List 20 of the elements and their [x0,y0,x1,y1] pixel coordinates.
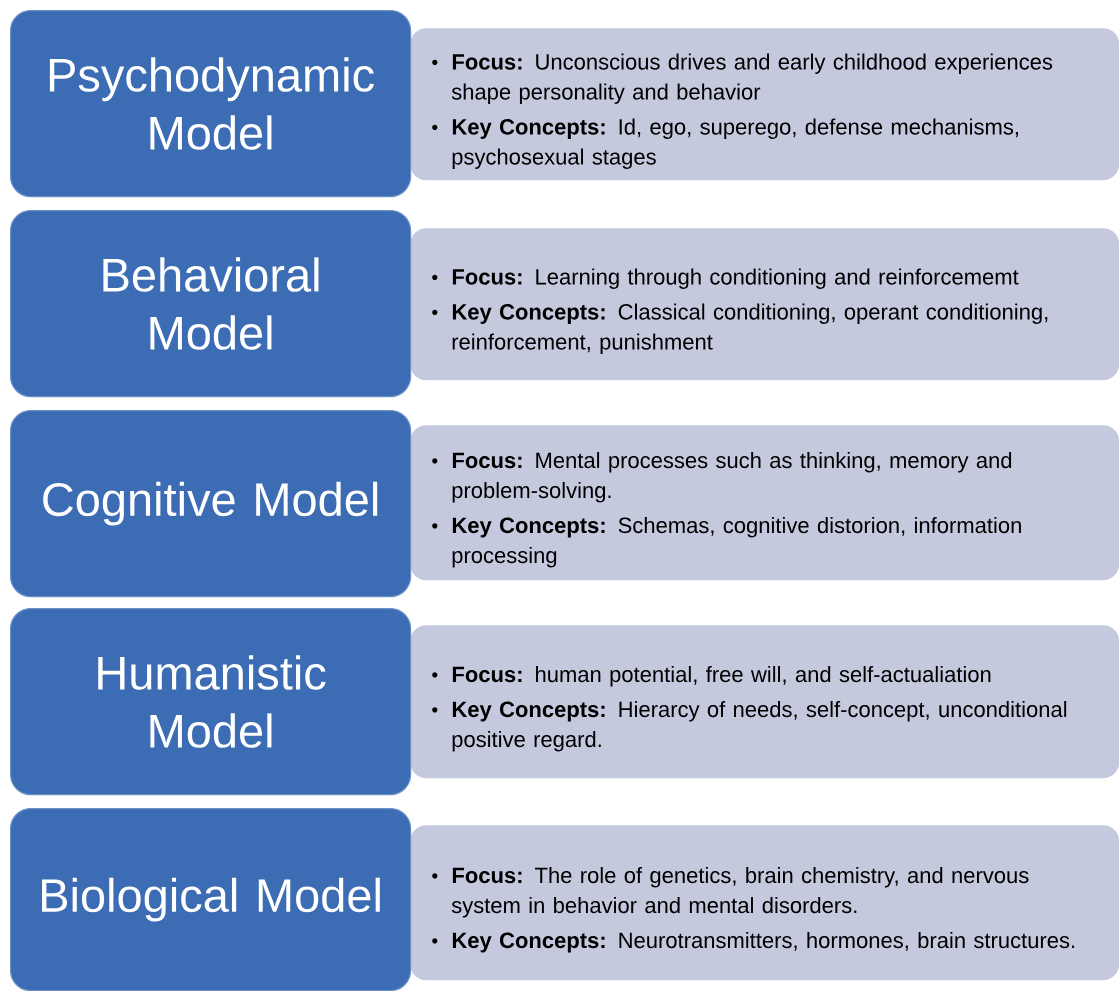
model-box: Humanistic Model [10,608,412,796]
description-box [410,825,1119,981]
bullet-point: Key Concepts: Hierarcy of needs, self-concept, unconditional positive regard. [452,701,1067,752]
description-box [410,425,1119,581]
description-box [410,28,1119,181]
bullet-point: Focus: Learning through conditioning and reinforcememt [452,268,1019,289]
model-box: Psychodynamic Model [10,10,412,198]
description-box [410,625,1119,779]
bullet-point: Focus: Unconscious drives and early childhood experiences shape personality and behavior [451,53,1053,104]
bullet-point: Key Concepts: Neurotransmitters, hormones, brain structures. [452,932,1075,953]
model-box: Cognitive Model [10,410,412,598]
bullet-point: Focus: Mental processes such as thinking, memory and problem-solving. [452,451,1012,503]
description-box [410,228,1119,381]
model-box: Behavioral Model [10,210,412,398]
bullet-point: Key Concepts: Classical conditioning, operant conditioning, reinforcement, punishment [452,303,1048,354]
bullet-point: Key Concepts: Id, ego, superego, defense mechanisms, psychosexual stages [452,118,1018,169]
bullet-point: Focus: human potential, free will, and self-actualiation [452,666,991,687]
bullet-point: Focus: The role of genetics, brain chemistry, and nervous system in behavior and mental disorders. [451,867,1029,918]
bullet-point: Key Concepts: Schemas, cognitive distorion, information processing [452,516,1021,568]
model-box: Biological Model [10,808,412,991]
